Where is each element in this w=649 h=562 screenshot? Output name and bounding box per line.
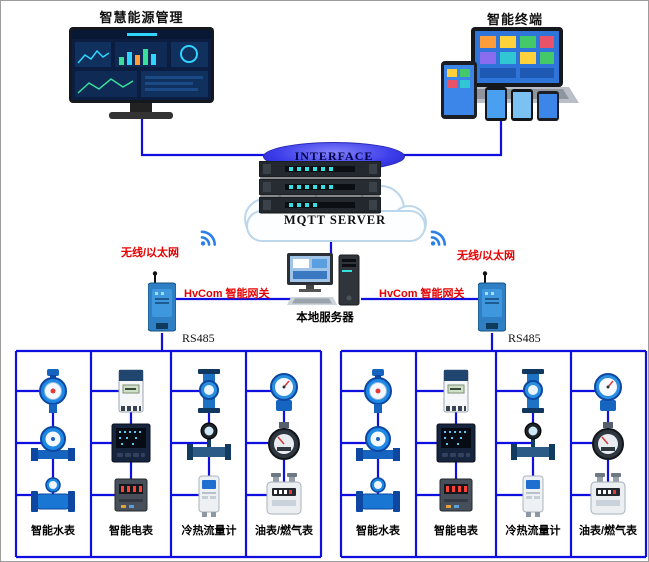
local-server-computer (287, 253, 363, 314)
column-label-power-left: 智能电表 (109, 525, 153, 537)
energy-dashboard-monitor (69, 27, 214, 126)
bus-lines (14, 349, 648, 559)
din-rail-energy-meter-icon (433, 368, 479, 414)
woltman-water-meter-icon (355, 472, 401, 518)
device-column-water-right (355, 368, 401, 518)
round-dial-gas-meter-icon (261, 420, 307, 466)
right-bus-label: RS485 (508, 331, 541, 345)
column-label-flow-right: 冷热流量计 (505, 525, 561, 537)
device-column-power-left (108, 368, 154, 518)
column-label-flow-left: 冷热流量计 (181, 525, 237, 537)
column-label-power-right: 智能电表 (434, 525, 478, 537)
turbine-flowmeter-icon (510, 420, 556, 466)
membrane-gas-meter-icon (261, 472, 307, 518)
mqtt-server-label: MQTT SERVER (283, 213, 387, 227)
vertical-water-meter-icon (30, 368, 76, 414)
ultrasonic-flowmeter-icon (510, 472, 556, 518)
oil-pressure-gauge-icon (261, 368, 307, 414)
left-gateway-label: HvCom 智能网关 (184, 288, 270, 300)
dial-water-meter-icon (30, 420, 76, 466)
device-column-gas-left (261, 368, 307, 518)
dashboard-screen-icon (69, 27, 214, 119)
device-column-power-right (433, 368, 479, 518)
mqtt-server-rack (258, 160, 382, 220)
woltman-water-meter-icon (30, 472, 76, 518)
device-column-water-left (30, 368, 76, 518)
electromagnetic-flowmeter-icon (186, 368, 232, 414)
laptop-tablet-phones-icon (441, 27, 579, 121)
right-wireless-label: 无线/以太网 (457, 250, 516, 262)
device-column-gas-right (585, 368, 631, 518)
column-label-water-left: 智能水表 (31, 525, 75, 537)
round-dial-gas-meter-icon (585, 420, 631, 466)
dial-water-meter-icon (355, 420, 401, 466)
device-column-flow-left (186, 368, 232, 518)
digital-energy-meter-icon (108, 472, 154, 518)
column-label-gas-right: 油表/燃气表 (578, 525, 638, 537)
digital-energy-meter-icon (433, 472, 479, 518)
left-gateway-device (147, 271, 177, 338)
electromagnetic-flowmeter-icon (510, 368, 556, 414)
right-gateway-device (477, 271, 507, 338)
panel-power-meter-icon (108, 420, 154, 466)
left-bus-label: RS485 (182, 331, 215, 345)
gateway-links (160, 297, 494, 351)
ultrasonic-flowmeter-icon (186, 472, 232, 518)
device-column-flow-right (510, 368, 556, 518)
server-rack-icon (258, 160, 382, 214)
membrane-gas-meter-icon (585, 472, 631, 518)
vertical-water-meter-icon (355, 368, 401, 414)
turbine-flowmeter-icon (186, 420, 232, 466)
right-gateway-label: HvCom 智能网关 (379, 288, 465, 300)
left-wireless-label: 无线/以太网 (121, 247, 180, 259)
din-rail-energy-meter-icon (108, 368, 154, 414)
smart-terminal-devices (441, 27, 581, 126)
column-label-water-right: 智能水表 (356, 525, 400, 537)
column-label-gas-left: 油表/燃气表 (254, 525, 314, 537)
gateway-icon (147, 271, 177, 332)
local-server-label: 本地服务器 (296, 312, 354, 324)
gateway-icon (477, 271, 507, 332)
right-title: 智能终端 (486, 12, 543, 27)
device-branch-lines (16, 389, 610, 497)
interface-label: INTERFACE (294, 149, 374, 163)
wifi-icon-left (188, 218, 228, 258)
wifi-icon-right (418, 218, 458, 258)
workstation-icon (287, 253, 360, 306)
panel-power-meter-icon (433, 420, 479, 466)
left-title: 智慧能源管理 (99, 10, 184, 25)
oil-pressure-gauge-icon (585, 368, 631, 414)
